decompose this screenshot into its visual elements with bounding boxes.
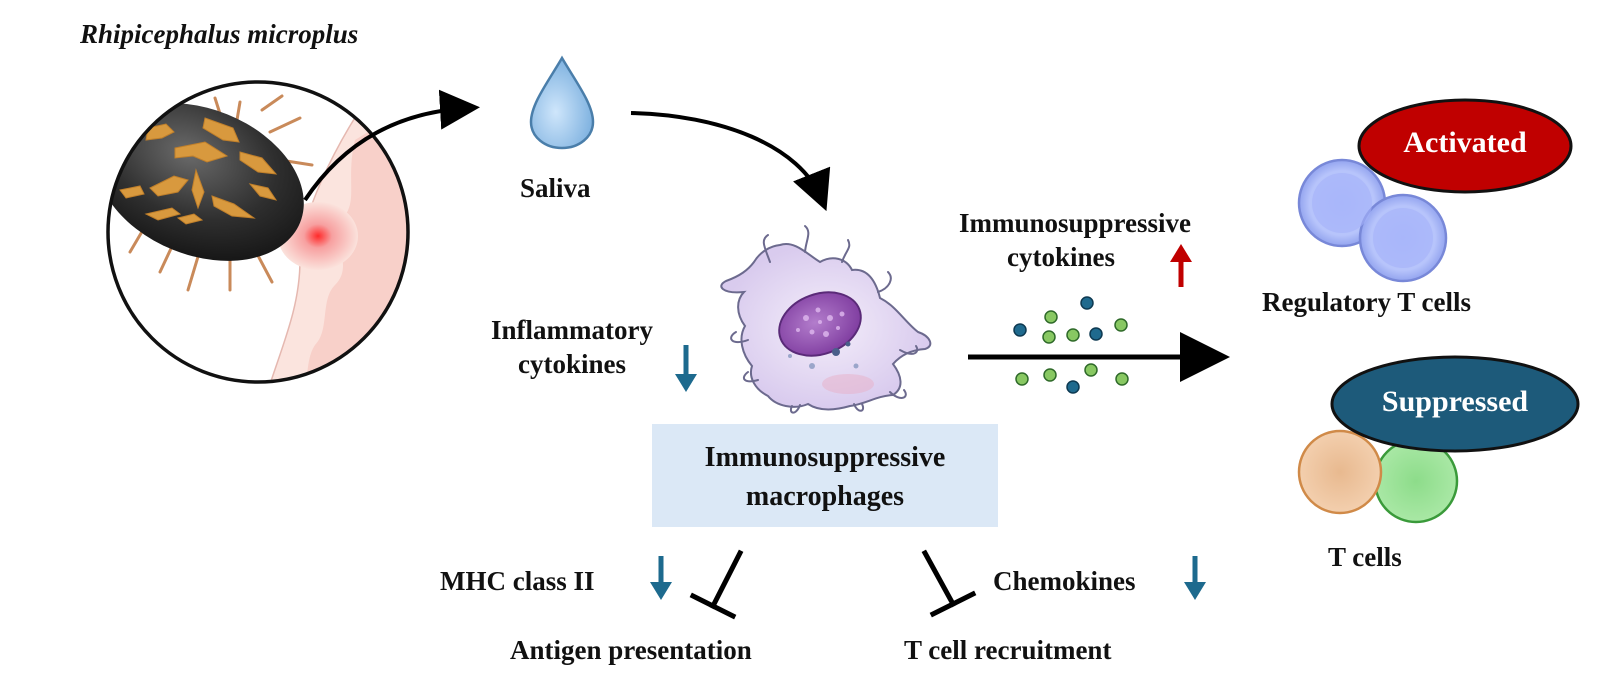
macrophage-label-box — [652, 424, 998, 527]
down-arrow-icon — [675, 345, 697, 392]
suppressed-label: Suppressed — [1381, 385, 1529, 418]
activated-label: Activated — [1403, 126, 1527, 159]
up-arrow-icon — [1170, 244, 1192, 287]
arrow-saliva-to-macrophage — [630, 111, 831, 212]
arrow-tick-to-saliva — [303, 89, 480, 202]
macrophage-line1: Immunosuppressive — [704, 442, 946, 473]
t-cell-recruitment-label: T cell recruitment — [904, 635, 1112, 665]
regulatory-t-cells-label: Regulatory T cells — [1262, 287, 1471, 317]
immuno-cytokines-line2: cytokines — [1007, 241, 1115, 272]
macrophage-cell-illustration — [720, 225, 932, 414]
inhibition-marker-recruitment — [921, 549, 977, 618]
macrophage-line2: macrophages — [745, 481, 905, 513]
tick-bite-illustration — [106, 80, 410, 384]
down-arrow-icon — [650, 556, 672, 600]
activated-badge — [1357, 98, 1573, 194]
inhibition-marker-antigen — [689, 549, 744, 620]
saliva-label: Saliva — [520, 173, 591, 203]
mhc-class-ii-label: MHC class II — [440, 566, 595, 596]
macrophage-label: Immunosuppressive macrophages — [652, 438, 998, 516]
inflammatory-cytokines-label: Inflammatory cytokines — [462, 314, 682, 382]
cytokine-dots — [1013, 296, 1129, 394]
saliva-drop-icon — [529, 55, 595, 150]
inflammatory-line2: cytokines — [518, 348, 626, 379]
species-label: Rhipicephalus microplus — [80, 19, 359, 49]
antigen-presentation-label: Antigen presentation — [510, 635, 752, 665]
down-arrow-icon — [1184, 556, 1206, 600]
immuno-cytokines-line1: Immunosuppressive — [958, 208, 1192, 238]
regulatory-t-cells-illustration — [1297, 158, 1448, 283]
chemokines-label: Chemokines — [993, 566, 1136, 596]
immunosuppressive-cytokines-label: Immunosuppressive cytokines — [930, 207, 1220, 275]
suppressed-badge — [1330, 355, 1580, 453]
t-cells-label: T cells — [1328, 542, 1402, 572]
inflammatory-line1: Inflammatory — [491, 315, 653, 345]
